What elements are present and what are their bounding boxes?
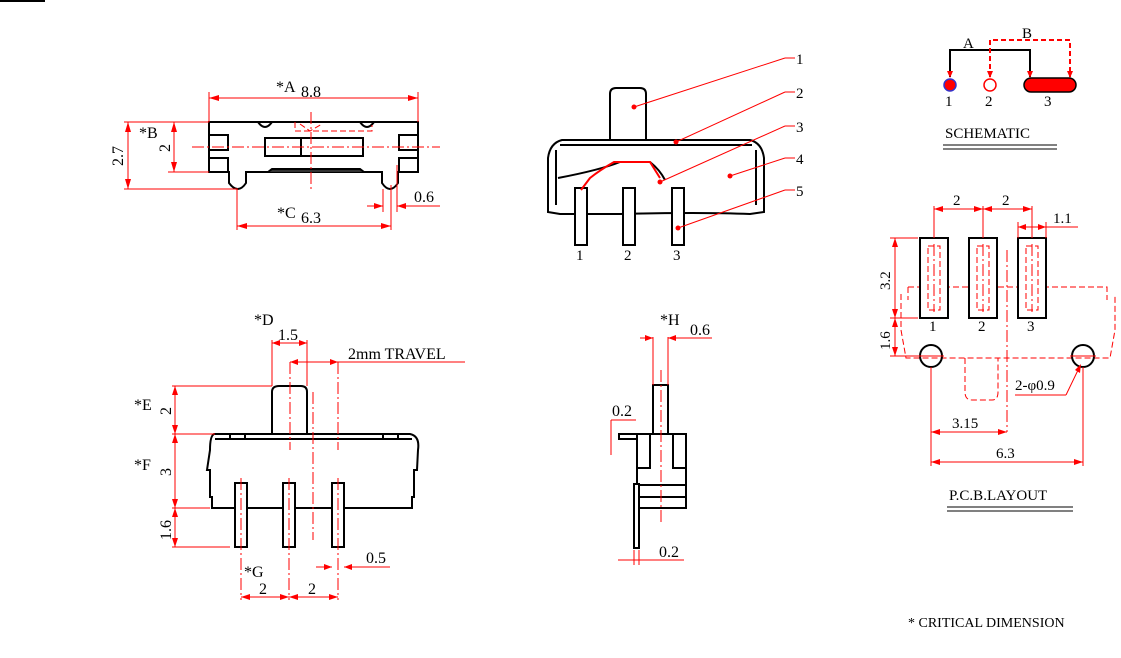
dim-e-label: *E — [134, 397, 152, 414]
callout-1: 1 — [796, 52, 804, 68]
pcb-pin-2: 2 — [978, 319, 986, 335]
callout-2: 2 — [796, 86, 804, 102]
pcb-layout: 1 2 3 2 2 1.1 3.2 1.6 2-φ0.9 3.15 6.3 P.… — [878, 193, 1116, 512]
schematic-pin-3: 3 — [1044, 94, 1052, 110]
dim-b-value: 2 — [157, 144, 174, 152]
dim-d-value: 1.5 — [278, 327, 298, 344]
callout-4: 4 — [796, 152, 804, 168]
dim-h-value: 0.6 — [690, 322, 710, 339]
dim-h-label: *H — [660, 312, 680, 329]
pcb-span: 6.3 — [996, 446, 1015, 462]
iso-pin-2: 2 — [624, 248, 632, 264]
schematic-title: SCHEMATIC — [945, 126, 1030, 142]
dim-flange-value: 0.2 — [612, 403, 632, 420]
schematic-pin-2: 2 — [985, 94, 993, 110]
dim-d-label: *D — [254, 312, 274, 329]
dim-b-label: *B — [139, 125, 158, 142]
dim-c-label: *C — [277, 205, 296, 222]
pcb-pad-w: 1.1 — [1053, 211, 1072, 227]
schematic-pin-1: 1 — [945, 94, 953, 110]
pcb-offset: 1.6 — [878, 331, 894, 350]
pcb-pin-1: 1 — [929, 319, 937, 335]
pcb-center: 3.15 — [952, 416, 978, 432]
iso-pin-3: 3 — [673, 248, 681, 264]
dim-e-value: 2 — [158, 407, 175, 415]
iso-view: 1 2 3 1 2 3 4 5 — [547, 52, 804, 264]
dim-pitch-2: 2 — [308, 581, 316, 598]
pcb-pin-3: 3 — [1027, 319, 1035, 335]
side-view: *H 0.6 0.2 0.2 — [610, 312, 712, 565]
dim-pitch-1: 2 — [259, 581, 267, 598]
pcb-pitch-2: 2 — [1002, 193, 1010, 209]
pcb-pitch-1: 2 — [953, 193, 961, 209]
pin-3-contact — [1023, 77, 1077, 93]
dim-pin-w-value: 0.5 — [366, 550, 386, 567]
pcb-pad-h: 3.2 — [878, 271, 894, 290]
schematic-pos-a: A — [963, 36, 974, 52]
top-view: *A 8.8 *B 2 2.7 *C 6.3 0.6 — [110, 79, 440, 230]
iso-pin-1: 1 — [576, 248, 584, 264]
dim-c-value: 6.3 — [301, 210, 321, 227]
dim-height-value: 2.7 — [110, 146, 127, 166]
callout-3: 3 — [796, 120, 804, 136]
dim-leg-value: 0.6 — [414, 189, 434, 206]
dim-pin-t-value: 0.2 — [659, 544, 679, 561]
travel-label: 2mm TRAVEL — [348, 346, 446, 363]
schematic-pos-b: B — [1022, 26, 1032, 42]
pin-1-contact — [943, 78, 957, 92]
dim-f-label: *F — [134, 457, 151, 474]
dim-g-label: *G — [244, 564, 264, 581]
callout-5: 5 — [796, 184, 804, 200]
dim-a-value: 8.8 — [301, 84, 321, 101]
dim-a-label: *A — [276, 79, 296, 96]
front-view: *D 1.5 2mm TRAVEL *E 2 *F 3 1.6 *G 2 2 0… — [134, 312, 465, 600]
critical-dimension-note: * CRITICAL DIMENSION — [908, 616, 1065, 631]
dim-pin-len-value: 1.6 — [158, 520, 175, 540]
pcb-holes: 2-φ0.9 — [1015, 378, 1055, 394]
schematic: A B 1 2 3 SCHEMATIC — [943, 26, 1077, 150]
pcb-title: P.C.B.LAYOUT — [949, 488, 1047, 504]
dim-f-value: 3 — [158, 468, 175, 476]
pin-2-contact — [983, 78, 997, 92]
